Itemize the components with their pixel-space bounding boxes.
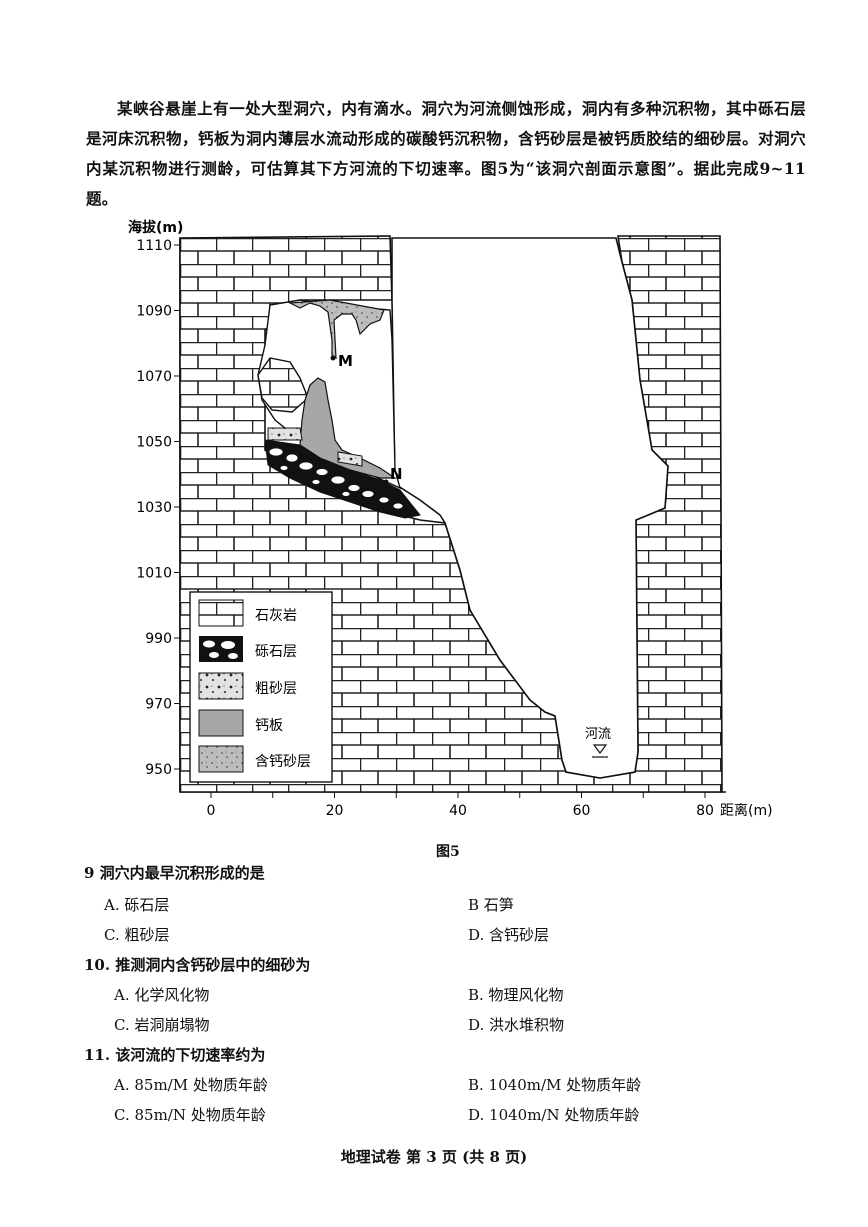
- y-tick-label: 950: [145, 762, 172, 778]
- legend-swatch-limestone: [198, 599, 244, 627]
- legend-label-gravel: 砾石层: [255, 644, 297, 660]
- question-10-option-d: D. 洪水堆积物: [468, 1016, 565, 1034]
- coarse-sand-2: [337, 451, 363, 467]
- point-n-label: N: [390, 465, 403, 483]
- question-11-option-b: B. 1040m/M 处物质年龄: [468, 1076, 642, 1094]
- point-n-marker: [383, 479, 389, 485]
- y-tick-label: 1090: [136, 304, 172, 320]
- question-9-option-a: A. 砾石层: [104, 896, 170, 914]
- y-tick-label: 1010: [136, 566, 172, 582]
- question-9-option-b: B 石笋: [468, 896, 514, 914]
- calcareous-sand-drip: [287, 299, 385, 360]
- y-ticks: 1110 1090 1070 1050 1030 1010 990 970 950: [136, 238, 180, 778]
- point-m-label: M: [338, 352, 353, 370]
- legend-label-calcareous-sand: 含钙砂层: [255, 754, 311, 770]
- y-tick-label: 1050: [136, 435, 172, 451]
- cave-and-canyon-void: [391, 237, 669, 779]
- legend-swatch-calcium-plate: [198, 709, 244, 737]
- question-11-stem: 11. 该河流的下切速率约为: [84, 1046, 266, 1064]
- question-9-stem: 9 洞穴内最早沉积形成的是: [84, 864, 265, 882]
- x-tick-label: 60: [573, 803, 591, 819]
- legend-swatch-coarse-sand: [198, 672, 244, 700]
- question-11-option-a: A. 85m/M 处物质年龄: [114, 1076, 268, 1094]
- y-tick-label: 970: [145, 697, 172, 713]
- x-tick-label: 40: [449, 803, 467, 819]
- question-9-option-d: D. 含钙砂层: [468, 926, 550, 944]
- intro-paragraph: 某峡谷悬崖上有一处大型洞穴，内有滴水。洞穴为河流侧蚀形成，洞内有多种沉积物，其中…: [86, 99, 806, 208]
- water-level-icon: [592, 744, 608, 754]
- figure-caption: 图5: [436, 844, 460, 860]
- coarse-sand: [267, 427, 303, 441]
- legend: 石灰岩 砾石层 粗砂层 钙板 含钙砂层: [189, 591, 333, 783]
- legend-label-coarse-sand: 粗砂层: [255, 681, 297, 697]
- x-axis-title: 距离(m): [720, 802, 773, 819]
- y-tick-label: 1070: [136, 369, 172, 385]
- y-axis-title: 海拔(m): [128, 219, 183, 236]
- x-tick-label: 20: [326, 803, 344, 819]
- x-tick-label: 80: [696, 803, 714, 819]
- legend-swatch-calcareous-sand: [198, 745, 244, 773]
- page-footer: 地理试卷 第 3 页 (共 8 页): [340, 1148, 528, 1166]
- y-tick-label: 990: [145, 631, 172, 647]
- question-10-option-b: B. 物理风化物: [468, 986, 564, 1004]
- point-m-marker: [330, 355, 336, 361]
- question-11-option-d: D. 1040m/N 处物质年龄: [468, 1106, 640, 1124]
- question-10-option-c: C. 岩洞崩塌物: [114, 1016, 210, 1034]
- y-tick-label: 1110: [136, 238, 172, 254]
- legend-label-limestone: 石灰岩: [255, 608, 297, 624]
- question-11-option-c: C. 85m/N 处物质年龄: [114, 1106, 266, 1124]
- gravel-pebbles: [268, 447, 404, 510]
- river-label: 河流: [585, 727, 611, 742]
- x-ticks: 0 20 40 60 80: [207, 792, 714, 819]
- y-tick-label: 1030: [136, 500, 172, 516]
- question-10-stem: 10. 推测洞内含钙砂层中的细砂为: [84, 956, 311, 974]
- legend-label-calcium-plate: 钙板: [255, 718, 283, 734]
- question-9-option-c: C. 粗砂层: [104, 926, 170, 944]
- question-10-option-a: A. 化学风化物: [114, 986, 210, 1004]
- x-tick-label: 0: [207, 803, 216, 819]
